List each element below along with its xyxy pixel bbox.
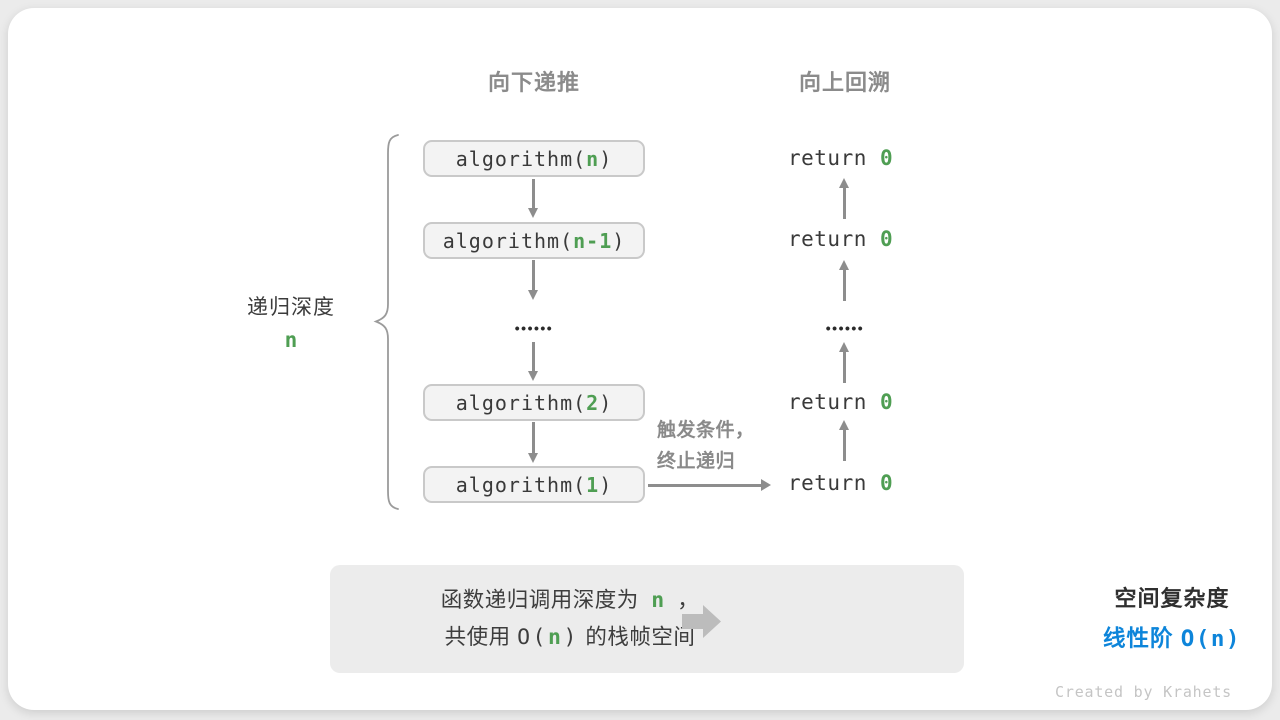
call-box-2-code: algorithm( (455, 390, 587, 415)
call-box-1-arg: 1 (586, 472, 600, 497)
return-value: 0 (880, 471, 894, 495)
call-box-2-close: ) (599, 390, 613, 415)
call-box-2: algorithm(2) (423, 384, 645, 421)
curly-brace (373, 134, 399, 510)
return-row-4: return 0 (788, 471, 918, 495)
summary-description: 函数递归调用深度为 n ， 共使用 O(n) 的栈帧空间 (350, 565, 790, 673)
call-box-n-1-arg: n-1 (573, 228, 613, 253)
call-box-n-close: ) (599, 146, 613, 171)
call-box-2-arg: 2 (586, 390, 600, 415)
summary-line1-punct: ， (670, 588, 700, 612)
call-box-n-arg: n (586, 146, 600, 171)
return-keyword: return (788, 471, 881, 495)
summary-line2-text: 共使用 (444, 625, 518, 649)
return-value: 0 (880, 390, 894, 414)
trigger-note-line1: 触发条件， (657, 420, 755, 441)
up-arrow-3 (839, 342, 850, 383)
diagram-card: 向下递推 向上回溯 递归深度 n algorithm(n) algorithm(… (8, 8, 1272, 710)
call-box-n-1-close: ) (612, 228, 626, 253)
returns-ellipsis: •••••• (825, 320, 865, 336)
summary-line1-var: n (651, 588, 665, 613)
return-value: 0 (880, 146, 894, 170)
recursion-depth-label: 递归深度 (247, 296, 335, 319)
call-stack-ellipsis: •••••• (514, 320, 554, 336)
trigger-note-line2: 终止递归 (657, 451, 736, 472)
return-row-2: return 0 (788, 227, 918, 251)
up-arrow-1 (839, 178, 850, 219)
call-box-n-1-code: algorithm( (442, 228, 574, 253)
implies-arrow-icon (682, 605, 721, 638)
call-box-1: algorithm(1) (423, 466, 645, 503)
summary-line1-text: 函数递归调用深度为 (440, 588, 646, 612)
down-arrow-3 (528, 342, 539, 381)
complexity-big-o: O(n) (1180, 626, 1241, 652)
summary-box: 函数递归调用深度为 n ， 共使用 O(n) 的栈帧空间 空间复杂度 线性阶 O… (330, 565, 1239, 673)
return-value: 0 (880, 227, 894, 251)
up-arrow-4 (839, 420, 850, 461)
summary-line2-big-o-close: ) (563, 625, 579, 650)
summary-result: 空间复杂度 线性阶 O(n) (1058, 565, 1280, 673)
base-case-arrow (648, 479, 771, 491)
return-keyword: return (788, 146, 881, 170)
return-keyword: return (788, 390, 881, 414)
header-downward-recursion: 向下递推 (487, 70, 580, 95)
call-box-n: algorithm(n) (423, 140, 645, 177)
call-box-n-code: algorithm( (455, 146, 587, 171)
summary-line1: 函数递归调用深度为 n ， (441, 582, 699, 619)
credit-text: Created by Krahets (1055, 683, 1232, 701)
summary-line2-var: n (547, 625, 564, 650)
down-arrow-4 (528, 422, 539, 463)
return-row-3: return 0 (788, 390, 918, 414)
summary-line2-tail: 的栈帧空间 (578, 625, 696, 649)
down-arrow-2 (528, 260, 539, 300)
down-arrow-1 (528, 179, 539, 218)
up-arrow-2 (839, 260, 850, 301)
trigger-note: 触发条件， 终止递归 (657, 415, 755, 477)
return-keyword: return (788, 227, 881, 251)
space-complexity-title: 空间复杂度 (1114, 586, 1230, 611)
header-upward-backtrack: 向上回溯 (798, 70, 891, 95)
return-row-1: return 0 (788, 146, 918, 170)
call-box-1-code: algorithm( (455, 472, 587, 497)
summary-line2: 共使用 O(n) 的栈帧空间 (445, 619, 696, 656)
summary-line2-big-o-open: O( (517, 625, 548, 650)
call-box-1-close: ) (599, 472, 613, 497)
call-box-n-1: algorithm(n-1) (423, 222, 645, 259)
complexity-order-label: 线性阶 (1103, 626, 1181, 651)
recursion-depth-value: n (284, 328, 298, 352)
space-complexity-value: 线性阶 O(n) (1103, 619, 1241, 659)
